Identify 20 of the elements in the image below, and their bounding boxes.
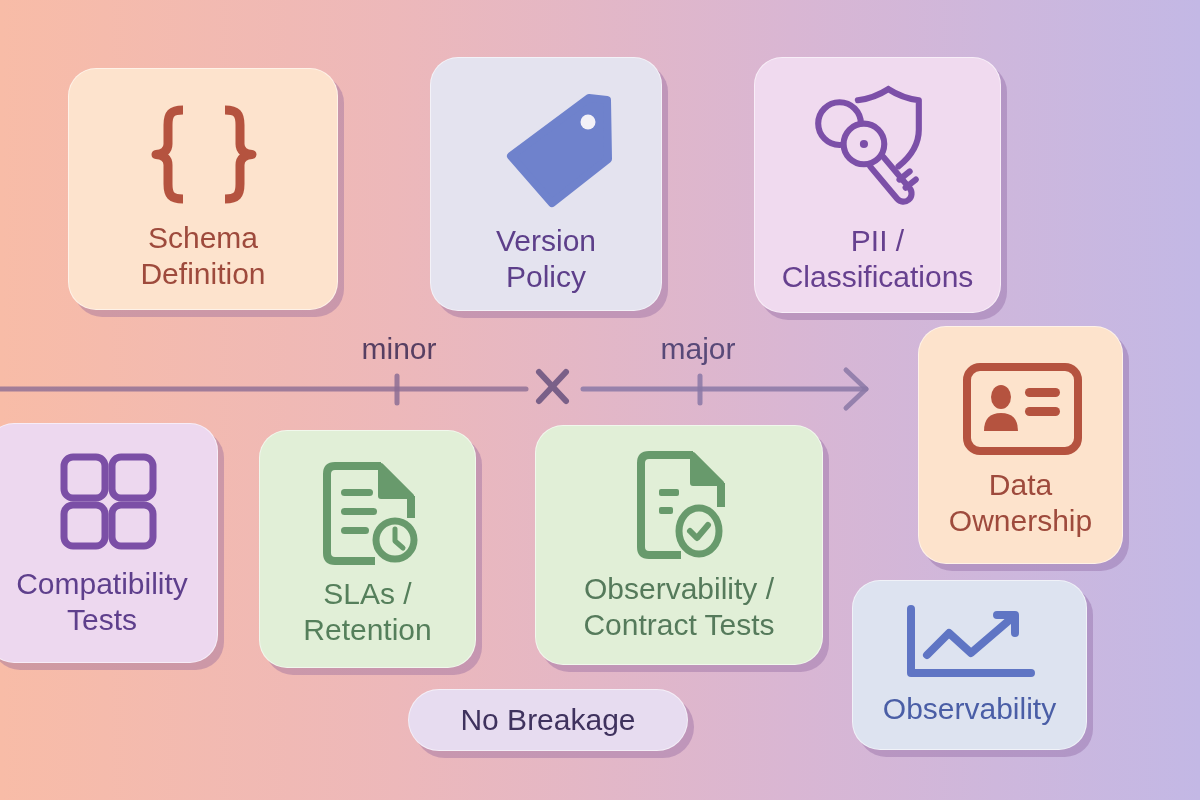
axis-label: minor: [361, 331, 437, 367]
axis-label: major: [660, 331, 736, 367]
feature-title: Compatibility Tests: [15, 566, 189, 638]
status-pill: [408, 689, 688, 751]
feature-card: [918, 326, 1123, 564]
feature-title: SLAs / Retention: [302, 576, 433, 648]
feature-card: [259, 430, 476, 668]
feature-card: [68, 68, 338, 310]
status-text: No Breakage: [460, 702, 636, 738]
feature-card: [754, 57, 1001, 313]
feature-title: Schema Definition: [139, 220, 267, 292]
feature-card: [0, 423, 218, 663]
feature-title: Observability: [882, 691, 1057, 727]
feature-card: [852, 580, 1087, 750]
feature-title: PII / Classifications: [780, 223, 975, 295]
feature-card: [430, 57, 662, 311]
feature-title: Data Ownership: [947, 467, 1094, 539]
feature-card: [535, 425, 823, 665]
feature-title: Version Policy: [494, 223, 598, 295]
feature-title: Observability / Contract Tests: [582, 571, 776, 643]
